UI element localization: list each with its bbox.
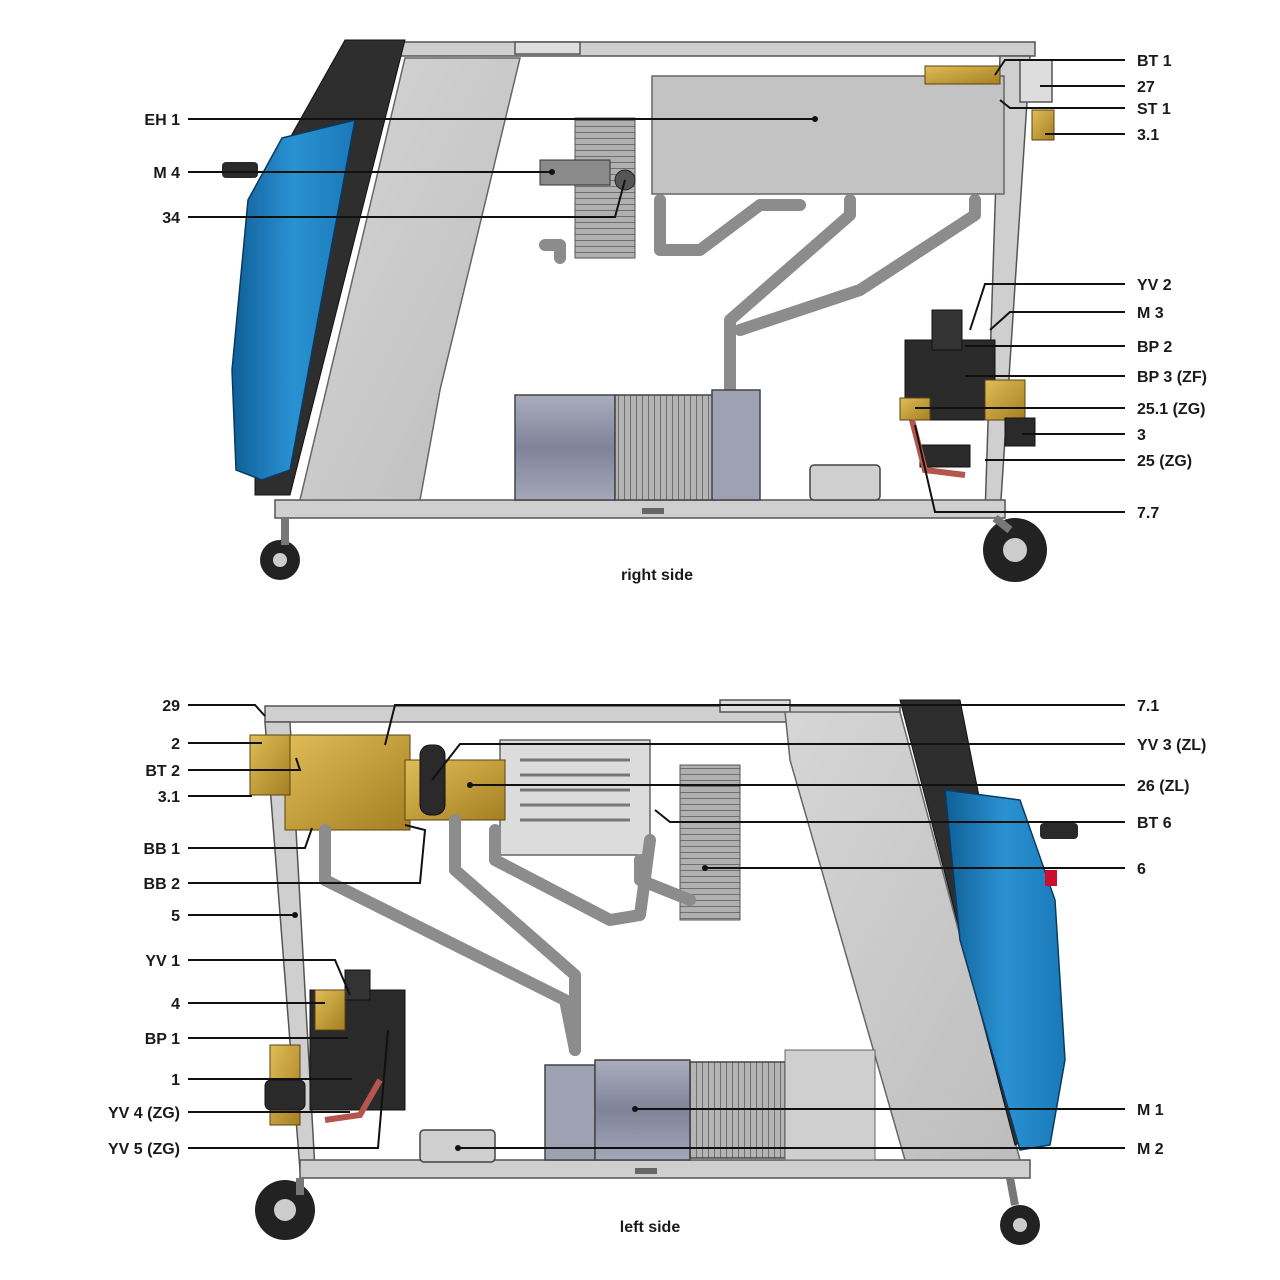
pump-motor-right-body bbox=[614, 394, 716, 501]
caption-right-side: right side bbox=[621, 567, 693, 584]
left-side-view: 29 2 BT 2 3.1 BB 1 BB 2 5 YV 1 4 BP 1 1 … bbox=[108, 698, 1206, 1245]
label-27: 27 bbox=[1137, 79, 1155, 96]
label-7-1: 7.1 bbox=[1137, 698, 1159, 715]
pump-motor-right bbox=[514, 394, 616, 501]
label-bb1: BB 1 bbox=[144, 841, 181, 858]
label-m4: M 4 bbox=[153, 165, 180, 182]
handle-left bbox=[1040, 823, 1078, 839]
label-bb2: BB 2 bbox=[144, 876, 181, 893]
pump-head-left bbox=[544, 1064, 596, 1161]
label-7-7: 7.7 bbox=[1137, 505, 1159, 522]
label-m3: M 3 bbox=[1137, 305, 1164, 322]
label-yv5: YV 5 (ZG) bbox=[108, 1141, 180, 1158]
label-25: 25 (ZG) bbox=[1137, 453, 1192, 470]
label-bt1: BT 1 bbox=[1137, 53, 1172, 70]
side-panel-left bbox=[784, 711, 1021, 1161]
frame-left bbox=[264, 699, 1031, 1179]
valve-cluster-left bbox=[264, 969, 406, 1126]
slot-left bbox=[635, 1168, 657, 1174]
pump-head-right bbox=[711, 389, 761, 501]
label-1: 1 bbox=[171, 1072, 180, 1089]
label-3-1-right: 3.1 bbox=[1137, 127, 1159, 144]
side-panel-right bbox=[299, 57, 521, 501]
leader-lines-right bbox=[188, 59, 1125, 513]
brass-valve-right bbox=[1031, 109, 1055, 141]
right-side-view: BT 1 27 ST 1 3.1 YV 2 M 3 BP 2 BP 3 (ZF)… bbox=[144, 39, 1207, 584]
label-yv3: YV 3 (ZL) bbox=[1137, 737, 1206, 754]
label-bp2: BP 2 bbox=[1137, 339, 1172, 356]
label-eh1: EH 1 bbox=[144, 112, 180, 129]
label-yv1: YV 1 bbox=[145, 953, 180, 970]
heater-housing-left bbox=[499, 739, 651, 856]
label-3: 3 bbox=[1137, 427, 1146, 444]
label-m2: M 2 bbox=[1137, 1141, 1164, 1158]
vent-slots-left bbox=[520, 758, 630, 822]
label-yv4: YV 4 (ZG) bbox=[108, 1105, 180, 1122]
label-yv2: YV 2 bbox=[1137, 277, 1172, 294]
label-4: 4 bbox=[171, 996, 180, 1013]
label-bt6: BT 6 bbox=[1137, 815, 1172, 832]
leader-lines-left bbox=[188, 704, 1125, 1149]
label-34: 34 bbox=[162, 210, 180, 227]
brass-fitting-right bbox=[924, 65, 1001, 85]
heater-eh1 bbox=[651, 75, 1005, 195]
label-2: 2 bbox=[171, 736, 180, 753]
tubes-left bbox=[319, 814, 696, 1056]
label-26: 26 (ZL) bbox=[1137, 778, 1189, 795]
switch-left bbox=[1045, 870, 1057, 886]
caption-left-side: left side bbox=[620, 1219, 681, 1236]
motor-m3-right bbox=[809, 464, 881, 501]
wheels-left bbox=[255, 1177, 1040, 1245]
wheels-right bbox=[260, 514, 1047, 582]
blue-panel-left bbox=[944, 789, 1066, 1151]
label-25-1: 25.1 (ZG) bbox=[1137, 401, 1205, 418]
leader-dots-right bbox=[549, 116, 818, 175]
label-bt2: BT 2 bbox=[145, 763, 180, 780]
tubes-right bbox=[539, 194, 981, 401]
motor-m1-housing bbox=[784, 1049, 876, 1161]
leader-dots-left bbox=[292, 782, 708, 1151]
label-29: 29 bbox=[162, 698, 180, 715]
brass-block-left bbox=[249, 734, 506, 831]
label-3-1-left: 3.1 bbox=[158, 789, 180, 806]
label-st1: ST 1 bbox=[1137, 101, 1171, 118]
label-6: 6 bbox=[1137, 861, 1146, 878]
label-m1: M 1 bbox=[1137, 1102, 1164, 1119]
label-bp3: BP 3 (ZF) bbox=[1137, 369, 1207, 386]
label-bp1: BP 1 bbox=[145, 1031, 180, 1048]
handle-right bbox=[222, 162, 258, 178]
slot-right bbox=[642, 508, 664, 514]
blue-panel-right bbox=[231, 118, 356, 481]
label-5: 5 bbox=[171, 908, 180, 925]
